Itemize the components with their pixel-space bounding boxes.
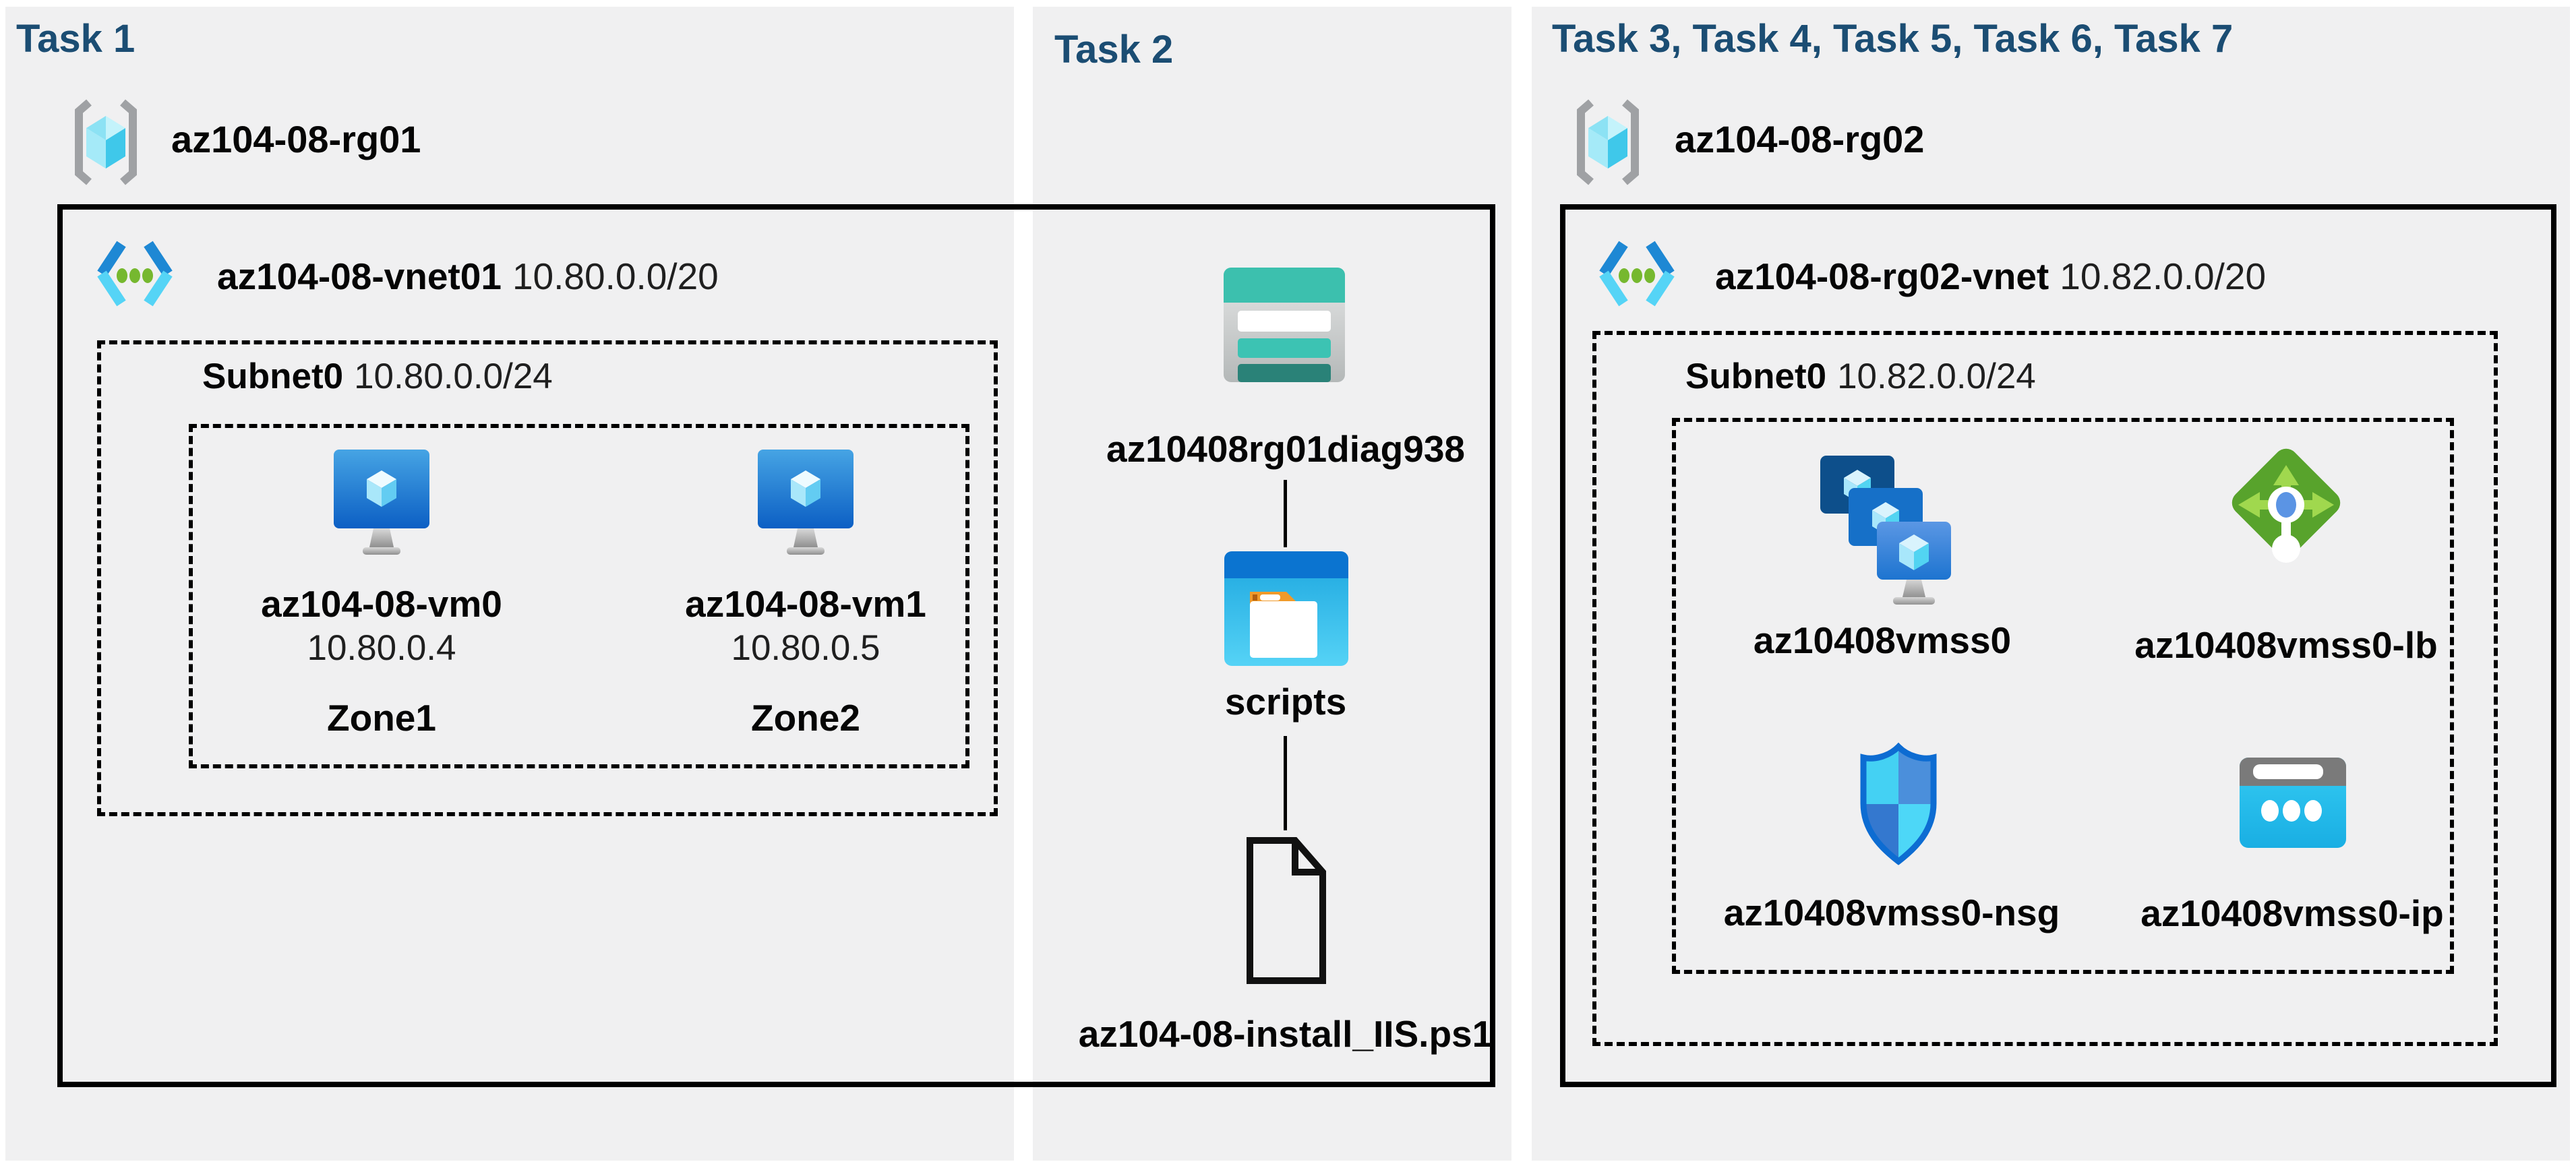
load-balancer-icon xyxy=(2231,448,2341,563)
script-file-name: az104-08-install_IIS.ps1 xyxy=(1078,1013,1493,1055)
subnet-name: Subnet0 xyxy=(202,357,344,396)
vnet-name: az104-08-rg02-vnet xyxy=(1715,255,2049,297)
subnet2-inner-box xyxy=(1672,418,2454,974)
vnet-name: az104-08-vnet01 xyxy=(217,255,502,297)
scripts-folder-name: scripts xyxy=(1224,681,1347,723)
vm-name: az104-08-vm1 xyxy=(685,583,926,625)
storage-account-icon xyxy=(1224,268,1345,382)
task2-heading: Task 2 xyxy=(1054,28,1174,71)
resource-group-name: az104-08-rg01 xyxy=(171,118,421,160)
storage-account-name: az10408rg01diag938 xyxy=(1106,428,1466,470)
vnet2-box xyxy=(1560,204,2556,1087)
vm-ip: 10.80.0.4 xyxy=(307,628,456,668)
vnet-cidr: 10.80.0.0/20 xyxy=(512,255,719,297)
virtual-machine-icon xyxy=(334,450,429,555)
load-balancer-name: az10408vmss0-lb xyxy=(2134,624,2438,666)
subnet-cidr: 10.82.0.0/24 xyxy=(1837,357,2036,396)
subnet-cidr: 10.80.0.0/24 xyxy=(354,357,553,396)
nsg-name: az10408vmss0-nsg xyxy=(1723,892,2060,933)
connector-storage-folder xyxy=(1284,480,1287,547)
subnet-label: Subnet0 10.82.0.0/24 xyxy=(1685,353,2036,400)
task3-heading: Task 3, Task 4, Task 5, Task 6, Task 7 xyxy=(1552,17,2234,61)
scripts-folder-icon xyxy=(1224,551,1348,666)
resource-group-icon xyxy=(1577,99,1639,185)
vmss-name: az10408vmss0 xyxy=(1753,619,2012,661)
virtual-machine-icon xyxy=(758,450,853,555)
subnet-label: Subnet0 10.80.0.0/24 xyxy=(202,353,553,400)
public-ip-name: az10408vmss0-ip xyxy=(2140,892,2444,934)
virtual-network-icon xyxy=(1599,241,1675,307)
subnet-name: Subnet0 xyxy=(1685,357,1827,396)
vnet-cidr: 10.82.0.0/20 xyxy=(2060,255,2267,297)
vm-name: az104-08-vm0 xyxy=(261,583,502,625)
resource-group-icon xyxy=(75,99,137,185)
vnet-label: az104-08-rg02-vnet 10.82.0.0/20 xyxy=(1715,253,2266,300)
vnet1-box xyxy=(57,204,1495,1087)
subnet1-inner-box xyxy=(189,424,969,768)
subnet1-outer-box xyxy=(97,340,998,816)
subnet2-outer-box xyxy=(1592,331,2498,1046)
script-file-icon xyxy=(1247,837,1326,984)
task3-panel xyxy=(1532,7,2570,1161)
task1-panel xyxy=(5,7,1014,1161)
public-ip-icon xyxy=(2240,758,2346,848)
resource-group-name: az104-08-rg02 xyxy=(1675,118,1925,160)
vm-zone: Zone2 xyxy=(751,697,860,739)
connector-folder-file xyxy=(1284,736,1287,830)
vm-scale-set-icon xyxy=(1820,456,1951,605)
vm-zone: Zone1 xyxy=(327,697,436,739)
vm-ip: 10.80.0.5 xyxy=(731,628,880,668)
network-security-group-icon xyxy=(1860,742,1937,865)
task1-heading: Task 1 xyxy=(16,17,136,61)
virtual-network-icon xyxy=(97,241,173,307)
